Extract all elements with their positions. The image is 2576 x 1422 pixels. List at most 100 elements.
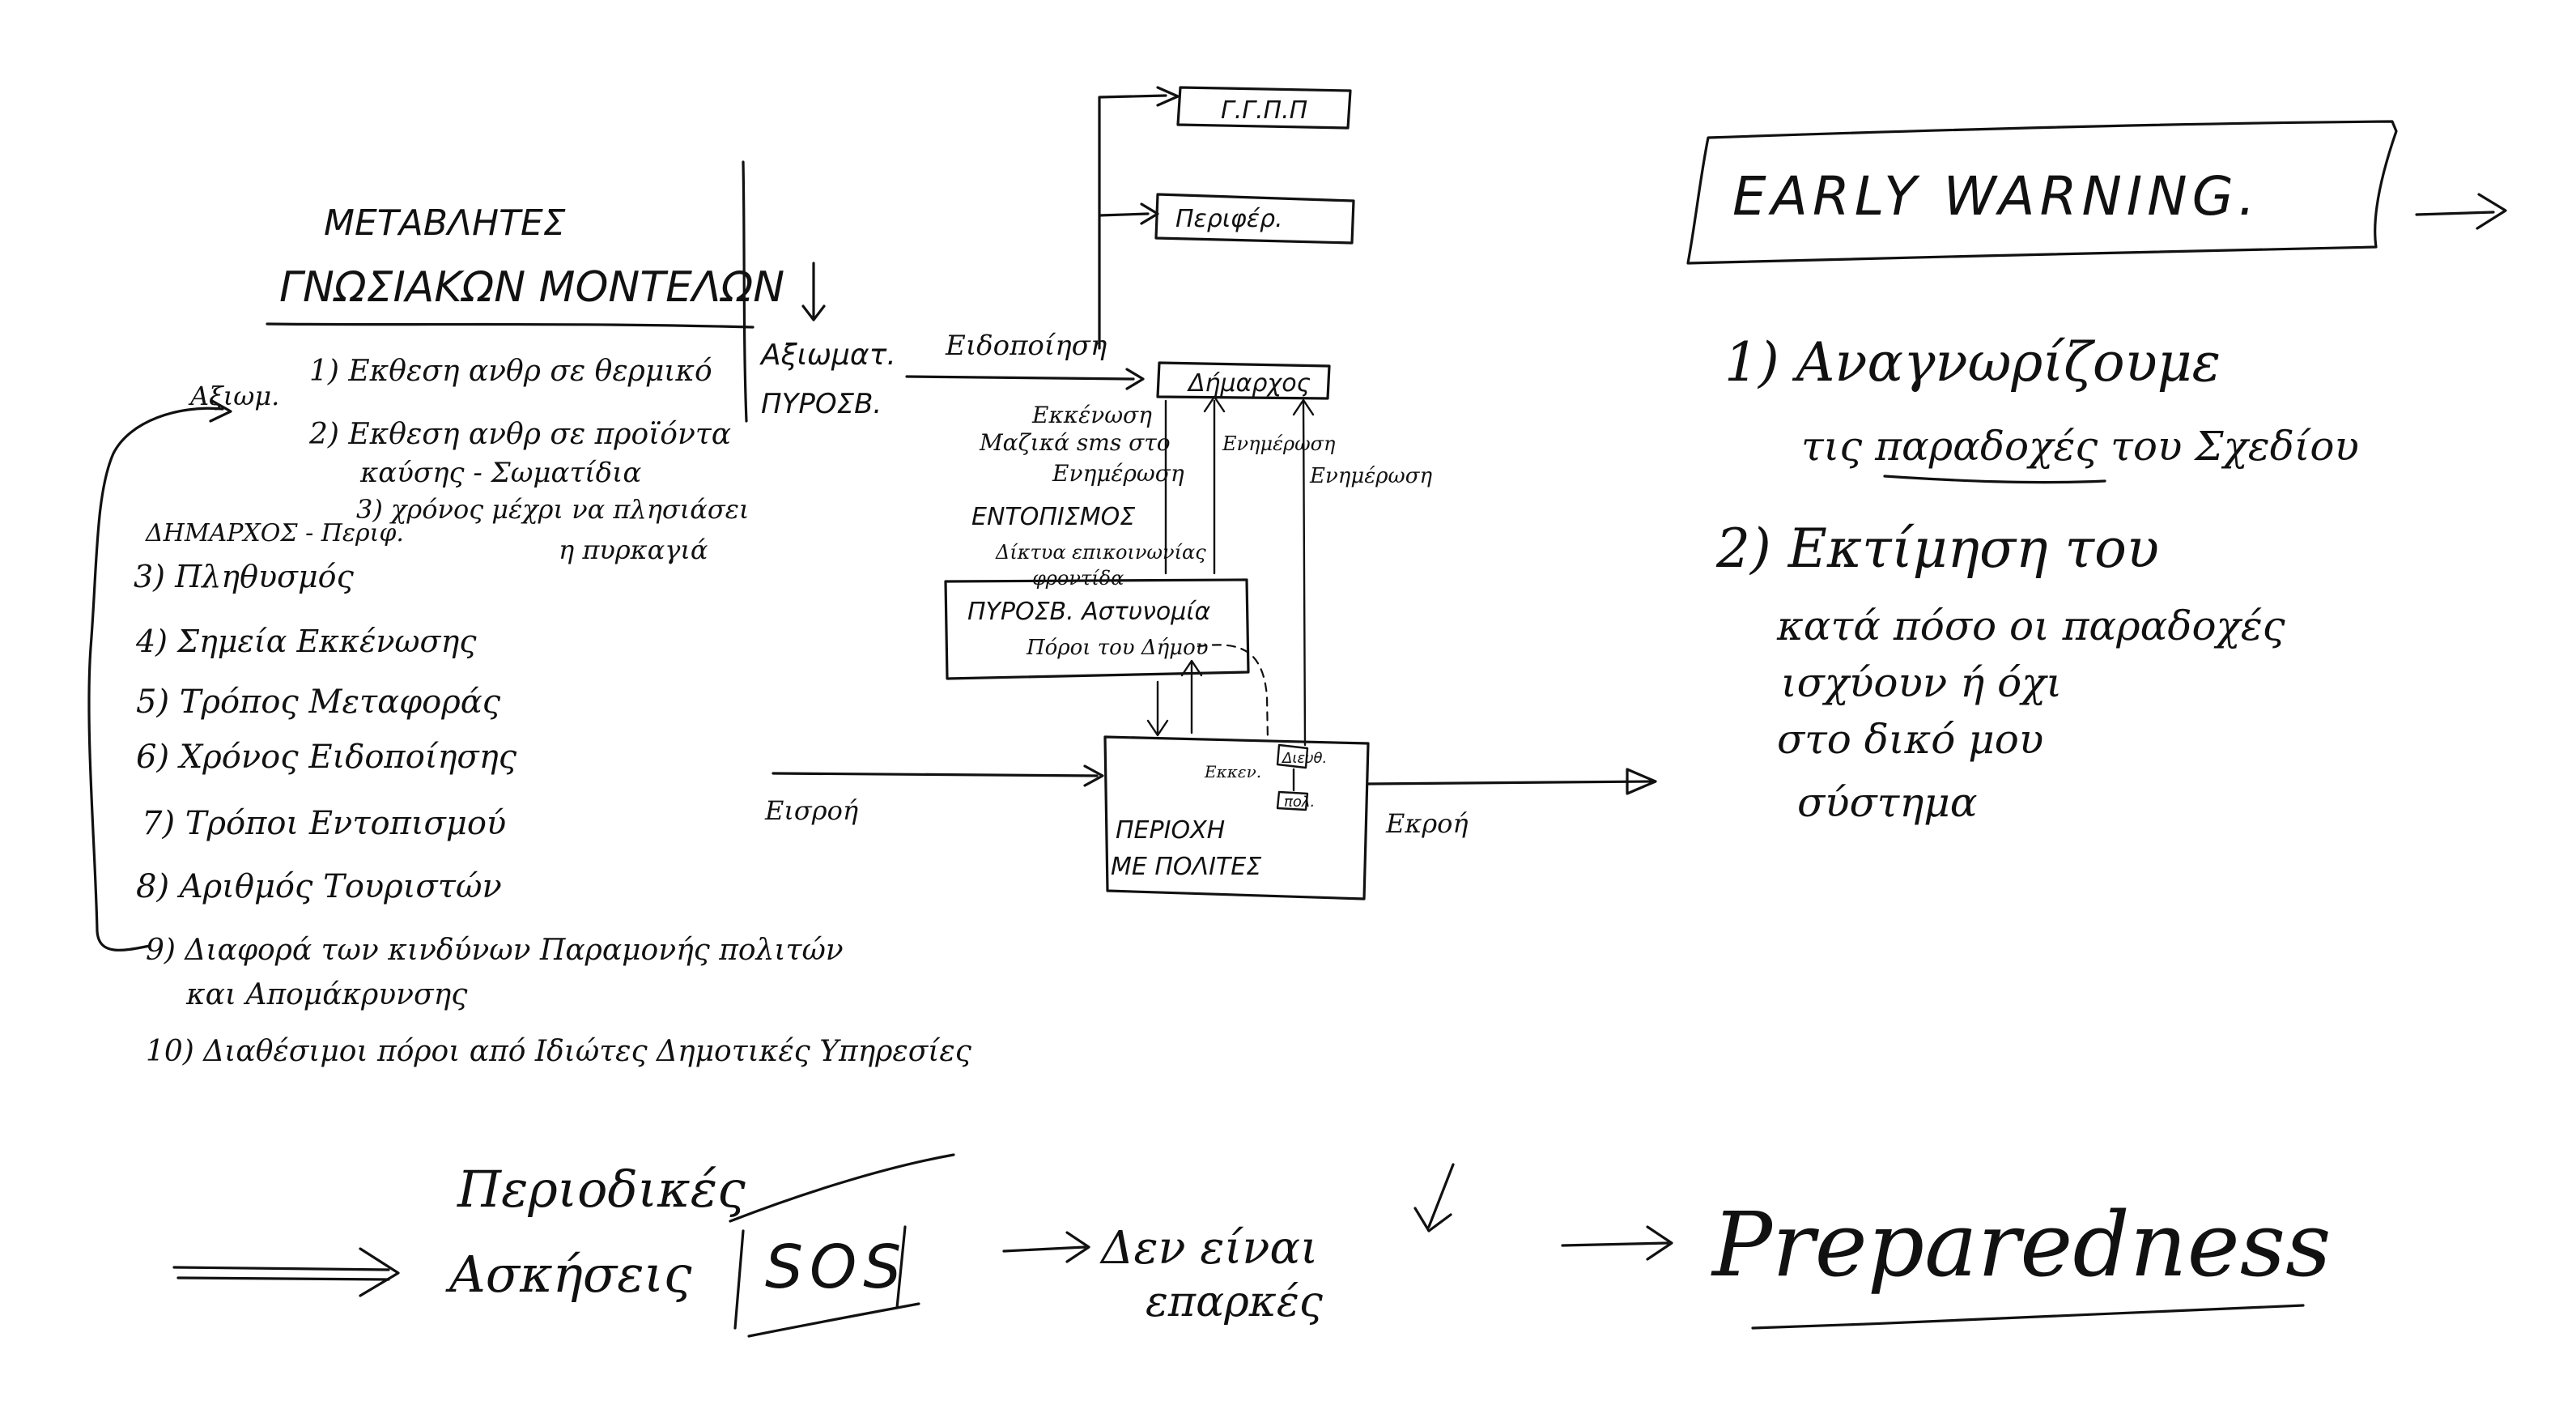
ggpp-box (1176, 86, 1352, 130)
inform-2: Ενημέρωση (1309, 464, 1432, 488)
bottom-flow: Περιοδικές Ασκήσεις SOS Δεν είναι επαρκέ… (172, 1153, 2332, 1338)
preparedness-arrowhead (1646, 1225, 1673, 1261)
early-warning-panel: EARLY WARNING. 1) Αναγνωρίζουμε τις παρα… (1686, 120, 2507, 826)
tick-arrow-shaft (1427, 1163, 1455, 1228)
bottom-entry-arrow-1 (172, 1266, 390, 1271)
down-arrow-head (801, 304, 826, 321)
police-to-mayor-arrowhead (1203, 395, 1226, 413)
mayor-region-label: ΔΗΜΑΡΧΟΣ - Περιφ. (145, 519, 404, 547)
early-warning-box (1686, 120, 2398, 265)
variable-2-cont: καύσης - Σωματίδια (359, 457, 641, 489)
paradoxes-underline (1883, 475, 2106, 484)
variable-3b: η πυρκαγιά (559, 534, 708, 565)
police-to-area-arrowhead (1146, 719, 1169, 737)
sos-top-stroke (729, 1153, 955, 1223)
preparedness-underline (1751, 1304, 2305, 1330)
heading-divider (742, 160, 748, 423)
periodic-line-1: Περιοδικές (457, 1160, 746, 1219)
heading-underline (266, 322, 755, 329)
mayor-label: Δήμαρχος (1187, 369, 1311, 398)
point-2-line-1: 2) Εκτίμηση του (1715, 517, 2159, 580)
variable-10: 10) Διαθέσιμοι πόροι από Ιδιώτες Δημοτικ… (146, 1035, 972, 1068)
variables-bracket (87, 407, 224, 952)
inflow-arrowhead (1083, 764, 1104, 787)
variable-1: 1) Εκθεση ανθρ σε θερμικό (309, 355, 712, 388)
point-1-line-2: τις παραδοχές του Σχεδίου (1801, 423, 2359, 470)
axiom-label: Αξιωμ. (188, 381, 279, 411)
police-box (944, 578, 1250, 680)
sos-arrowhead (1065, 1231, 1090, 1263)
variables-heading: ΜΕΤΑΒΛΗΤΕΣ ΓΝΩΣΙΑΚΩΝ ΜΟΝΤΕΛΩΝ (266, 160, 784, 423)
area-to-mayor-arrowhead (1292, 398, 1315, 416)
variable-3a: 3) χρόνος μέχρι να πλησιάσει (356, 494, 749, 525)
not-enough-line-1: Δεν είναι (1099, 1222, 1318, 1275)
point-1-line-1: 1) Αναγνωρίζουμε (1724, 331, 2221, 394)
police-dashed-link (1197, 644, 1269, 743)
sos-bottom-stroke (747, 1302, 920, 1338)
early-warning-arrow (2415, 211, 2495, 216)
notification-arrowhead (1125, 368, 1145, 390)
periodic-line-2: Ασκήσεις (445, 1245, 692, 1304)
variable-8: 8) Αριθμός Τουριστών (136, 868, 502, 905)
preparedness-label: Preparedness (1711, 1193, 2332, 1296)
inform-1: Ενημέρωση (1222, 432, 1336, 455)
sos-arrow (1002, 1245, 1086, 1253)
ggpp-arrowhead (1156, 86, 1180, 107)
variable-9a: 9) Διαφορά των κινδύνων Παραμονής πολιτώ… (146, 934, 844, 967)
mayor-to-area-line (1302, 399, 1307, 747)
preparedness-arrow (1561, 1241, 1669, 1247)
locate-1: ΕΝΤΟΠΙΣΜΟΣ (971, 503, 1135, 531)
area-label-1: ΠΕΡΙΟΧΗ (1116, 816, 1225, 845)
evac-label: Εκκένωση (1031, 402, 1152, 428)
outflow-label: Εκροή (1385, 808, 1469, 839)
heading-line1: ΜΕΤΑΒΛΗΤΕΣ (324, 202, 566, 244)
variables-list: Αξιωμ. 1) Εκθεση ανθρ σε θερμικό 2) Εκθε… (87, 355, 972, 1068)
trunk-to-region (1098, 212, 1150, 217)
diefth-label: Διευθ. (1281, 750, 1327, 767)
variable-9b: και Απομάκρυνσης (185, 978, 468, 1011)
variable-3: 3) Πληθυσμός (134, 559, 355, 594)
variable-7: 7) Τρόποι Εντοπισμού (142, 805, 506, 842)
variable-2: 2) Εκθεση ανθρ σε προϊόντα (308, 418, 731, 451)
pol-label: πολ. (1284, 794, 1315, 811)
mass-msg-2: Ενημέρωση (1052, 460, 1184, 487)
police-label-1: ΠΥΡΟΣΒ. Αστυνομία (967, 598, 1211, 626)
inflow-label: Εισροή (764, 795, 858, 826)
early-warning-arrowhead (2476, 193, 2507, 230)
locate-2: Δίκτυα επικοινωνίας (995, 541, 1206, 564)
mass-msg-1: Μαζικά sms στο (979, 429, 1171, 456)
evac-small-label: Εκκεν. (1204, 762, 1261, 781)
inflow-arrow (772, 772, 1099, 777)
area-label-2: ΜΕ ΠΟΛΙΤΕΣ (1111, 853, 1261, 881)
trunk-to-ggpp (1098, 94, 1167, 350)
not-enough-line-2: επαρκές (1146, 1278, 1324, 1326)
bracket-arrowhead (209, 399, 232, 423)
region-box (1154, 193, 1355, 245)
area-to-police-arrowhead (1180, 659, 1203, 677)
point-2-line-3: ισχύουν ή όχι (1781, 659, 2062, 706)
ggpp-label: Γ.Γ.Π.Π (1221, 96, 1307, 125)
bottom-entry-arrowhead (359, 1247, 400, 1297)
outflow-arrowhead (1626, 768, 1657, 795)
early-warning-title: EARLY WARNING. (1732, 165, 2260, 228)
heading-line2: ΓΝΩΣΙΑΚΩΝ ΜΟΝΤΕΛΩΝ (279, 263, 784, 312)
mayor-box (1156, 361, 1331, 400)
region-label: Περιφέρ. (1175, 205, 1283, 233)
point-2-line-5: σύστημα (1797, 779, 1978, 826)
officer-label-2: ΠΥΡΟΣΒ. (761, 388, 882, 420)
officer-block: Αξιωματ. ΠΥΡΟΣΒ. (759, 262, 896, 420)
point-2-line-2: κατά πόσο οι παραδοχές (1776, 602, 2285, 649)
point-2-line-4: στο δικό μου (1777, 716, 2043, 763)
variable-6: 6) Χρόνος Ειδοποίησης (136, 739, 517, 776)
tick-arrow-head (1413, 1207, 1452, 1233)
pol-box (1276, 790, 1309, 811)
police-label-2: Πόροι του Δήμου (1026, 636, 1209, 660)
sos-label: SOS (765, 1233, 908, 1302)
variable-5: 5) Τρόπος Μεταφοράς (136, 683, 501, 721)
flow-diagram: Γ.Γ.Π.Π Περιφέρ. Ειδοποίηση Δήμαρχος Εκκ… (764, 86, 1657, 900)
notification-label: Ειδοποίηση (945, 330, 1107, 362)
notification-arrow (905, 375, 1135, 381)
sos-left-stroke (733, 1229, 745, 1330)
officer-label-1: Αξιωματ. (759, 338, 896, 372)
